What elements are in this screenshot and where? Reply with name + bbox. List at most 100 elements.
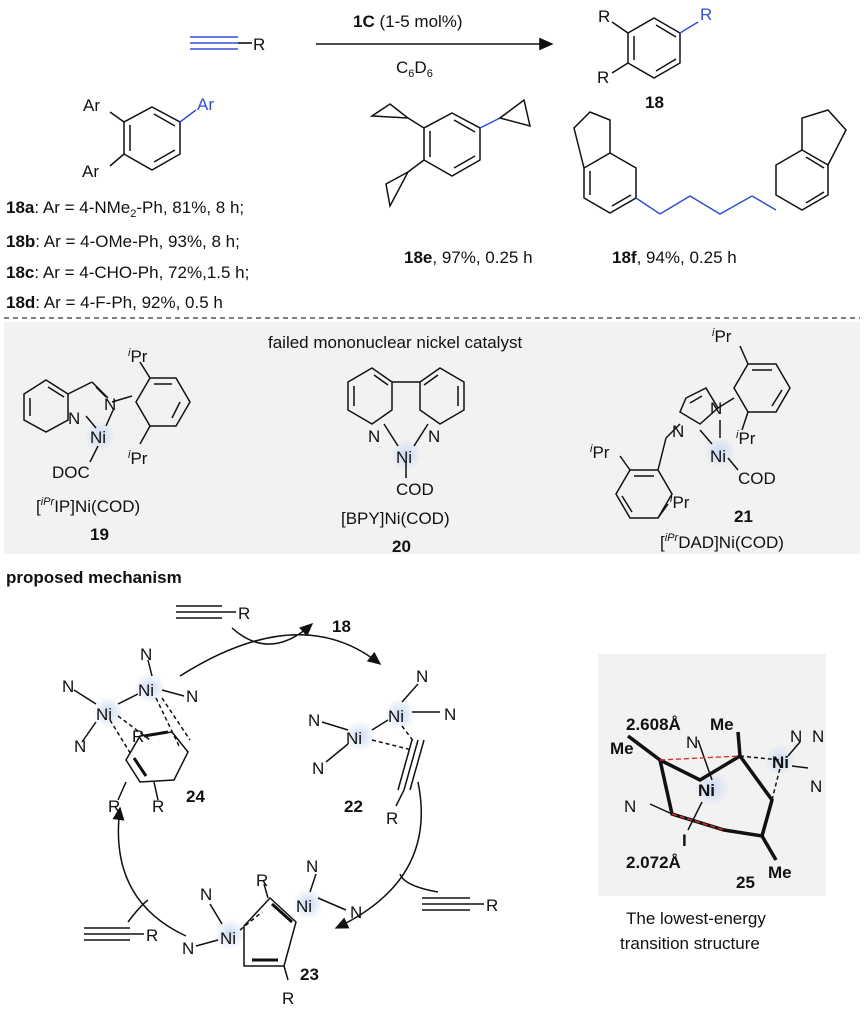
intermediate-22-n3: N (416, 667, 428, 686)
ts-me-top: Me (710, 715, 734, 734)
ts-25-structure (626, 731, 809, 861)
intermediate-24-ni1: Ni (96, 705, 112, 724)
product-18f-structure (573, 109, 847, 215)
product-18e-structure (369, 98, 532, 209)
intermediate-24-n3: N (140, 645, 152, 664)
failed-heading: failed mononuclear nickel catalyst (268, 333, 522, 352)
mechanism-alkyne-right-r: R (486, 896, 498, 915)
ts-ni-right: Ni (772, 753, 789, 772)
ts-ni-center: Ni (698, 781, 715, 800)
ts-caption-line1: The lowest-energy (626, 909, 766, 928)
ts-me-left: Me (610, 739, 634, 758)
ts-n-5: N (624, 797, 636, 816)
compound-19-n2: N (104, 395, 116, 414)
mechanism-alkyne-right (399, 873, 484, 911)
ts-me-bottom: Me (768, 863, 792, 882)
compound-19-ipr-bottom: iPr (128, 449, 148, 468)
compound-19-n1: N (68, 409, 80, 428)
ts-n-3: N (810, 777, 822, 796)
solvent-text: C6D6 (396, 58, 433, 80)
compound-19-ni: Ni (90, 428, 106, 447)
intermediate-22-ni1: Ni (346, 729, 362, 748)
compound-21-cod: COD (738, 469, 776, 488)
mechanism-out-18: 18 (332, 617, 351, 636)
intermediate-23-ni1: Ni (220, 929, 236, 948)
compound-20-ni: Ni (396, 448, 412, 467)
example-18d: 18d: Ar = 4-F-Ph, 92%, 0.5 h (6, 293, 223, 312)
compound-20-structure (347, 367, 465, 478)
compound-21-name: [iPrDAD]Ni(COD) (660, 532, 784, 552)
intermediate-24-n1: N (62, 677, 74, 696)
cycle-arrow-right (334, 781, 422, 929)
ts-n-4: N (686, 733, 698, 752)
compound-20-n1: N (368, 427, 380, 446)
compound-19-structure (23, 361, 191, 463)
ts-caption-line2: transition structure (620, 934, 760, 953)
catalyst-loading: (1-5 mol%) (375, 12, 463, 31)
intermediate-23-structure (195, 873, 347, 981)
compound-21-ipr2: iPr (736, 429, 756, 448)
product-r1: R (598, 7, 610, 26)
cycle-arrow-left (112, 806, 187, 937)
intermediate-24-n4: N (186, 687, 198, 706)
compound-20-number: 20 (392, 537, 411, 556)
example-18a: 18a: Ar = 4-NMe2-Ph, 81%, 8 h; (6, 198, 244, 220)
reaction-arrow: 1C (1-5 mol%) C6D6 (316, 12, 554, 80)
compound-21-n2: N (672, 422, 684, 441)
mechanism-alkyne-top-r: R (238, 604, 250, 623)
aryl-product-structure (109, 106, 197, 171)
intermediate-24-n2: N (74, 737, 86, 756)
compound-21-ni: Ni (710, 447, 726, 466)
compound-19-number: 19 (90, 525, 109, 544)
ts-distance-1: 2.608Å (626, 715, 681, 734)
intermediate-24-label: 24 (186, 787, 205, 806)
intermediate-23-label: 23 (300, 965, 319, 984)
intermediate-22-label: 22 (344, 797, 363, 816)
intermediate-22-n4: N (444, 705, 456, 724)
intermediate-23-ni2: Ni (296, 897, 312, 916)
catalyst-id: 1C (353, 12, 375, 31)
compound-21-ipr3: iPr (590, 443, 610, 462)
compound-21-ipr4: iPr (670, 493, 690, 512)
ts-distance-2: 2.072Å (626, 853, 681, 872)
cycle-arrow-top (179, 634, 382, 677)
alkyne-reactant: R (190, 35, 265, 54)
ts-i-label: I (682, 831, 687, 850)
intermediate-22-ni2: Ni (388, 707, 404, 726)
alkyne-r-label: R (253, 35, 265, 54)
mechanism-alkyne-top (176, 605, 236, 619)
mechanism-alkyne-left (84, 899, 149, 941)
intermediate-23-n3: N (306, 857, 318, 876)
intermediate-22-r: R (386, 809, 398, 828)
intermediate-23-n1: N (200, 885, 212, 904)
intermediate-23-r2: R (282, 989, 294, 1008)
compound-21-n1: N (710, 399, 722, 418)
product-release-arrow (231, 622, 314, 645)
product-18-structure (611, 17, 699, 79)
intermediate-24-r2: R (108, 797, 120, 816)
mechanism-alkyne-left-r: R (146, 926, 158, 945)
ts-number-25: 25 (736, 873, 755, 892)
ts-n-1: N (790, 727, 802, 746)
compound-21-number: 21 (734, 507, 753, 526)
intermediate-22-n2: N (312, 759, 324, 778)
intermediate-24-r3: R (152, 797, 164, 816)
compound-19-name: [iPrIP]Ni(COD) (36, 496, 140, 516)
compound-20-cod: COD (396, 480, 434, 499)
intermediate-23-n4: N (350, 903, 362, 922)
example-18c: 18c: Ar = 4-CHO-Ph, 72%,1.5 h; (6, 263, 249, 282)
product-r3: R (700, 5, 712, 24)
intermediate-24-ni2: Ni (138, 681, 154, 700)
catalyst-text: 1C (1-5 mol%) (353, 12, 463, 31)
example-18b: 18b: Ar = 4-OMe-Ph, 93%, 8 h; (6, 232, 240, 251)
compound-19-doc: DOC (52, 463, 90, 482)
aryl-ar1: Ar (83, 96, 100, 115)
intermediate-24-structure (73, 659, 191, 801)
compound-20-n2: N (428, 427, 440, 446)
product-label-18: 18 (645, 93, 664, 112)
intermediate-22-n1: N (308, 711, 320, 730)
example-18f: 18f, 94%, 0.25 h (612, 248, 737, 267)
intermediate-22-structure (321, 683, 440, 807)
compound-20-name: [BPY]Ni(COD) (341, 509, 450, 528)
